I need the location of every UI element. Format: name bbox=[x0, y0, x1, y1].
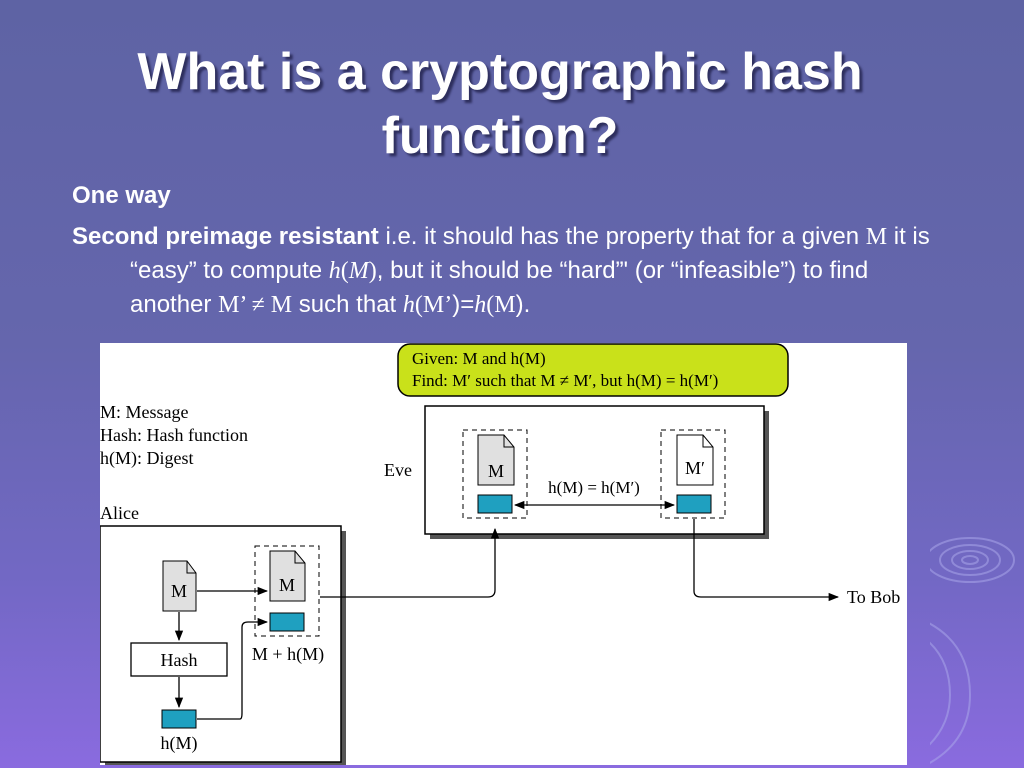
symbol-equals: )= bbox=[452, 291, 475, 318]
eve-doc-m-prime-label: M′ bbox=[685, 458, 705, 478]
document-m-icon bbox=[162, 560, 197, 612]
symbol-h: h bbox=[402, 292, 415, 318]
alice-combined-digest bbox=[269, 612, 305, 632]
document-m-icon bbox=[477, 434, 515, 486]
given-box bbox=[397, 343, 789, 397]
equality-label: h(M) = h(M′) bbox=[548, 478, 640, 497]
bullet-list: One way Second preimage resistant i.e. i… bbox=[72, 180, 932, 322]
slide-title: What is a cryptographic hash function? bbox=[137, 43, 863, 165]
symbol-m-prime: M’ bbox=[422, 292, 453, 318]
hash-box-label: Hash bbox=[161, 650, 198, 670]
eve-message-group bbox=[462, 429, 528, 519]
eve-label: Eve bbox=[384, 460, 412, 480]
arrow-to-eve bbox=[320, 527, 500, 598]
bullet-text: i.e. it should has the property that for… bbox=[378, 223, 866, 250]
alice-label: Alice bbox=[100, 503, 139, 523]
to-bob-label: To Bob bbox=[847, 587, 900, 607]
given-text: Given: M and h(M) bbox=[412, 349, 546, 368]
eve-digest-hm bbox=[477, 494, 513, 514]
document-m-icon bbox=[269, 550, 306, 602]
arrow-to-bob bbox=[693, 519, 840, 602]
symbol-h: h bbox=[474, 292, 487, 318]
eve-doc-m-label: M bbox=[488, 461, 504, 481]
bullet-text: it is “easy” to compute bbox=[130, 223, 930, 284]
ripple-decoration-icon bbox=[930, 537, 1015, 764]
m-plus-hm-label: M + h(M) bbox=[252, 644, 324, 665]
symbol-paren: ) bbox=[368, 258, 377, 284]
hash-function-box bbox=[130, 642, 228, 677]
document-m-prime-icon bbox=[676, 434, 714, 486]
find-text: Find: M′ such that M ≠ M′, but h(M) = h(… bbox=[412, 371, 718, 390]
symbol-m: M bbox=[494, 292, 516, 318]
bullet-heading: Second preimage resistant bbox=[72, 223, 379, 250]
legend-message: M: Message bbox=[100, 402, 189, 422]
legend-digest: h(M): Digest bbox=[100, 448, 194, 469]
symbol-paren: ). bbox=[515, 291, 531, 318]
symbol-m: M bbox=[865, 224, 888, 250]
bullet-second-preimage: Second preimage resistant i.e. it should… bbox=[72, 220, 932, 322]
eve-digest-hm-prime bbox=[676, 494, 712, 514]
symbol-m: M bbox=[348, 258, 369, 284]
symbol-paren: ( bbox=[414, 292, 423, 318]
legend-hash: Hash: Hash function bbox=[100, 425, 248, 445]
hash-diagram-svg: Given: M and h(M) Find: M′ such that M ≠… bbox=[100, 343, 900, 765]
bullet-text: such that bbox=[292, 291, 403, 318]
symbol-h: h bbox=[328, 258, 341, 284]
arrow-digest-to-combined bbox=[197, 617, 269, 720]
alice-digest-hm bbox=[161, 709, 197, 729]
symbol-m-neq: M’ ≠ M bbox=[218, 292, 293, 318]
symbol-paren: ( bbox=[340, 258, 349, 284]
alice-combined-m-label: M bbox=[279, 575, 295, 595]
symbol-paren: ( bbox=[486, 292, 495, 318]
eve-forged-group bbox=[660, 429, 726, 519]
bullet-text: , but it should be “hard”' (or “infeasib… bbox=[130, 257, 869, 318]
alice-doc-m-label: M bbox=[171, 581, 187, 601]
hm-label: h(M) bbox=[161, 733, 198, 754]
hash-diagram: Given: M and h(M) Find: M′ such that M ≠… bbox=[100, 343, 907, 765]
bullet-one-way: One way bbox=[72, 182, 171, 209]
